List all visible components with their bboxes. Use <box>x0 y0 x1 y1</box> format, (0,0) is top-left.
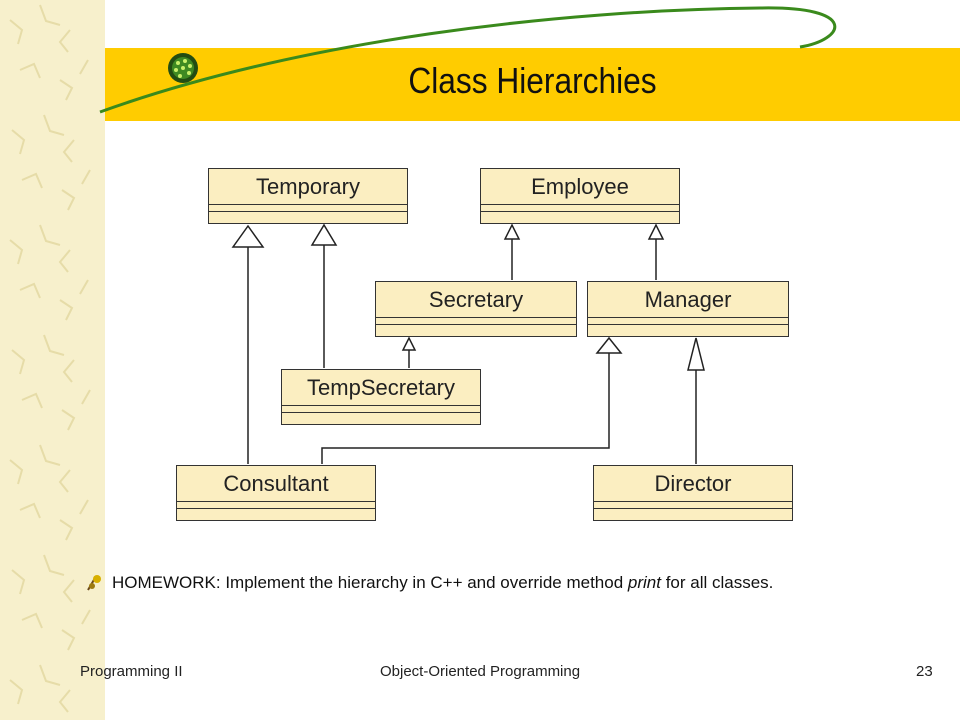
decorative-swoosh <box>99 6 837 114</box>
footer-center: Object-Oriented Programming <box>380 663 581 680</box>
homework-method: print <box>627 573 661 592</box>
class-box-director: Director <box>593 465 793 521</box>
bullet-icon <box>87 575 101 591</box>
class-box-tempsecretary: TempSecretary <box>281 369 481 425</box>
homework-suffix: for all classes. <box>660 573 774 592</box>
footer-page-number: 23 <box>916 663 933 680</box>
decorative-side-strip <box>0 0 105 720</box>
class-name: Director <box>654 471 732 496</box>
title-band <box>105 48 960 121</box>
arrow-consultant-manager <box>321 353 610 464</box>
class-name: Temporary <box>256 174 360 199</box>
class-name: Secretary <box>428 287 524 312</box>
footer-left: Programming II <box>80 663 183 680</box>
globe-icon <box>168 53 198 83</box>
homework-text: HOMEWORK: Implement the hierarchy in C++… <box>112 573 773 593</box>
class-box-temporary: Temporary <box>208 168 408 224</box>
class-name: TempSecretary <box>307 375 455 400</box>
class-box-employee: Employee <box>480 168 680 224</box>
class-box-secretary: Secretary <box>375 281 577 337</box>
class-box-manager: Manager <box>587 281 789 337</box>
class-name: Consultant <box>223 471 329 496</box>
class-name: Employee <box>531 174 629 199</box>
homework-prefix: HOMEWORK: Implement the hierarchy in C++… <box>112 573 628 592</box>
strip-pattern <box>9 4 91 713</box>
class-name: Manager <box>644 287 732 312</box>
slide-title: Class Hierarchies <box>408 60 657 101</box>
class-box-consultant: Consultant <box>176 465 376 521</box>
